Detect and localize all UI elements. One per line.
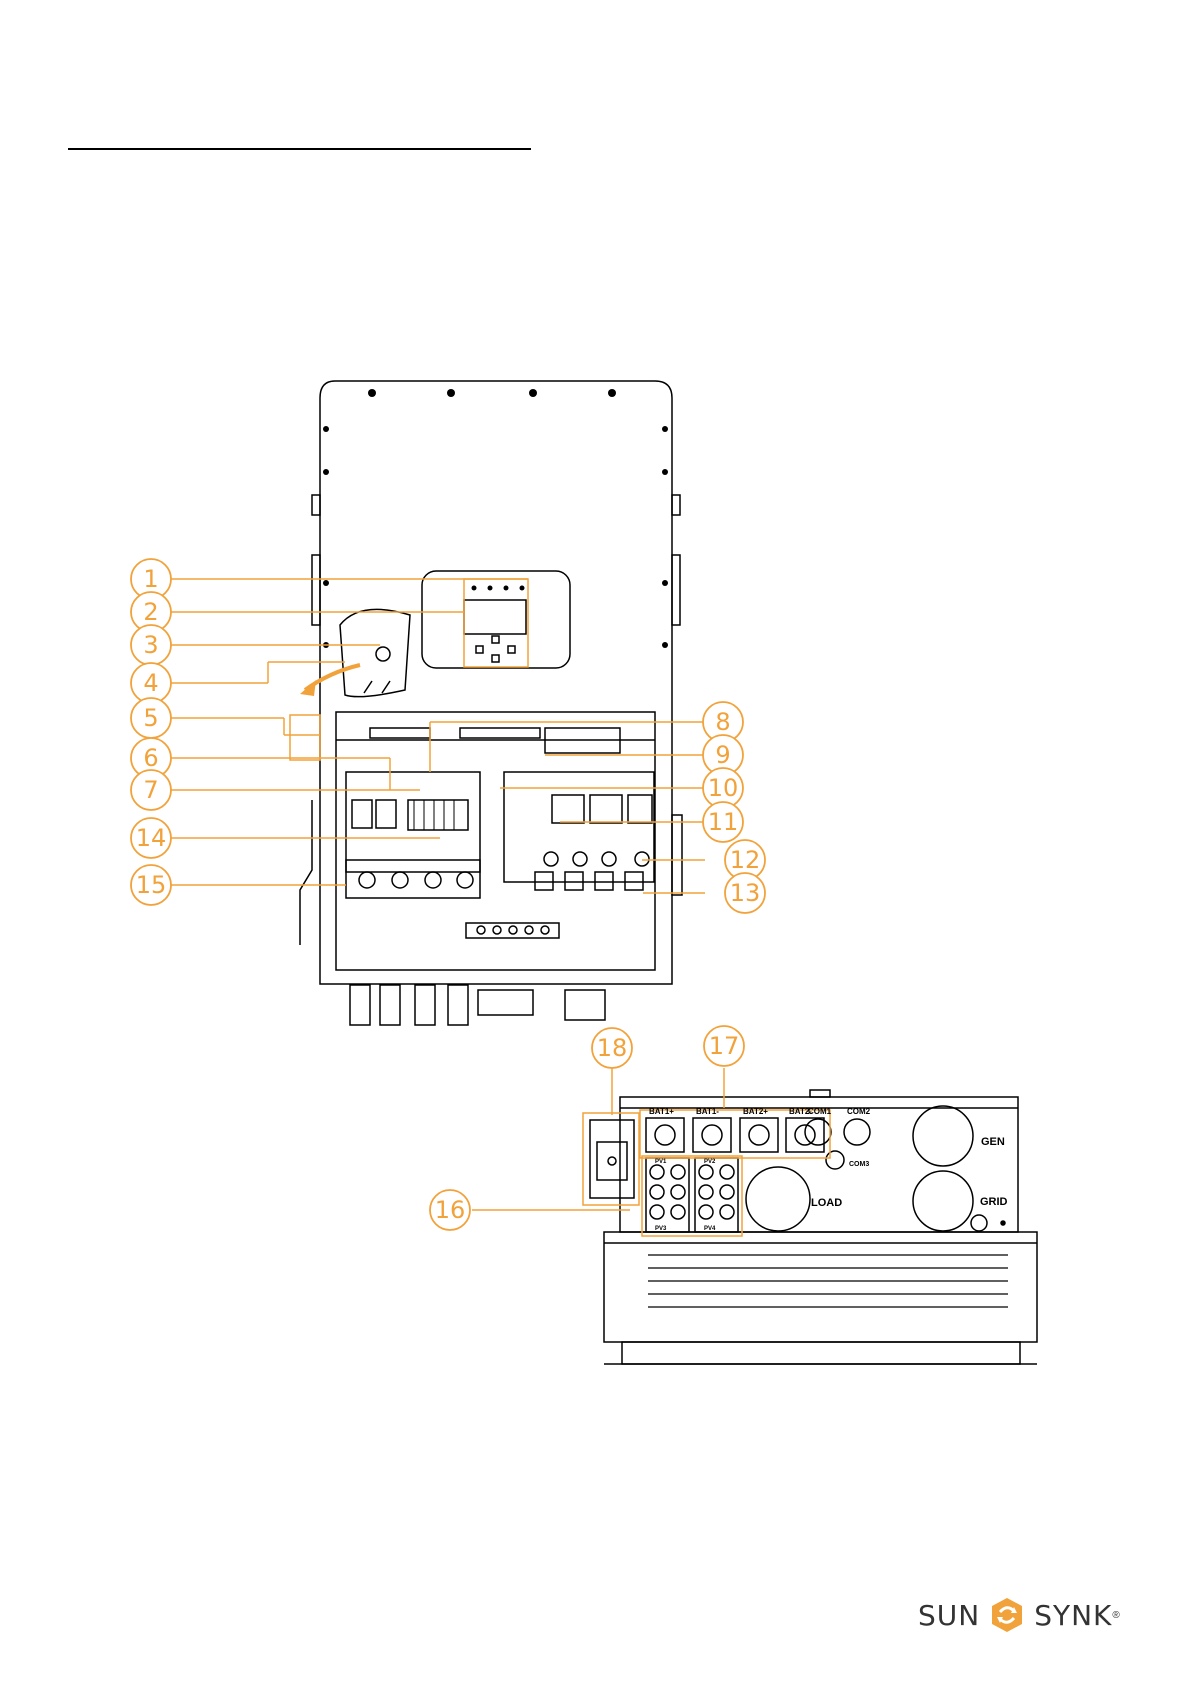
logo-text-sun: SUN bbox=[918, 1599, 980, 1632]
callout-number-13: 13 bbox=[730, 879, 761, 907]
label-com3: COM3 bbox=[849, 1161, 869, 1168]
label-grid: GRID bbox=[980, 1196, 1008, 1208]
sunsynk-logo-icon bbox=[988, 1596, 1026, 1634]
label-bat1n: BAT1- bbox=[696, 1107, 719, 1116]
inverter-front-view bbox=[300, 381, 682, 1025]
callout-number-12: 12 bbox=[730, 846, 761, 874]
callout-number-2: 2 bbox=[143, 598, 158, 626]
label-bat2p: BAT2+ bbox=[743, 1107, 768, 1116]
callout-number-1: 1 bbox=[143, 565, 158, 593]
label-com2: COM2 bbox=[847, 1107, 871, 1116]
label-gen: GEN bbox=[981, 1136, 1005, 1148]
callout-number-3: 3 bbox=[143, 631, 158, 659]
callout-number-16: 16 bbox=[435, 1196, 466, 1224]
sunsynk-logo: SUN SYNK ® bbox=[918, 1595, 1120, 1635]
callout-number-17: 17 bbox=[709, 1032, 740, 1060]
callout-number-5: 5 bbox=[143, 704, 158, 732]
label-pv3: PV3 bbox=[655, 1226, 667, 1232]
callout-number-14: 14 bbox=[136, 824, 167, 852]
callout-number-18: 18 bbox=[597, 1034, 628, 1062]
callout-number-10: 10 bbox=[708, 774, 739, 802]
registered-mark: ® bbox=[1112, 1610, 1119, 1621]
label-load: LOAD bbox=[811, 1197, 842, 1209]
callout-number-7: 7 bbox=[143, 776, 158, 804]
label-pv1: PV1 bbox=[655, 1159, 667, 1165]
leader-lines bbox=[171, 579, 705, 893]
callout-number-15: 15 bbox=[136, 871, 167, 899]
callout-number-4: 4 bbox=[143, 669, 158, 697]
callout-number-6: 6 bbox=[143, 744, 158, 772]
arrow-head-icon bbox=[300, 680, 316, 696]
callout-number-9: 9 bbox=[715, 741, 730, 769]
callout-number-11: 11 bbox=[708, 808, 739, 836]
label-pv4: PV4 bbox=[704, 1226, 716, 1232]
label-bat1p: BAT1+ bbox=[649, 1107, 674, 1116]
label-com1: COM1 bbox=[808, 1107, 832, 1116]
logo-text-synk: SYNK bbox=[1034, 1599, 1112, 1632]
label-pv2: PV2 bbox=[704, 1159, 716, 1165]
callout-number-8: 8 bbox=[715, 708, 730, 736]
